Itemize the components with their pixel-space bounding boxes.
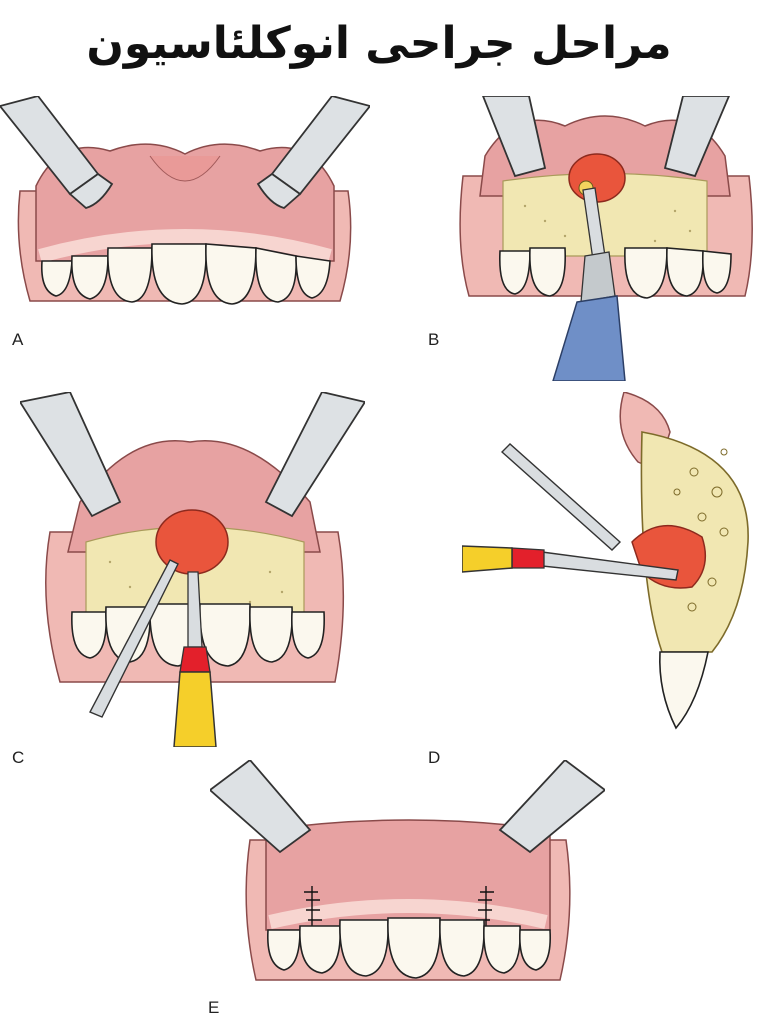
panel-a-label: A [12, 330, 24, 349]
panel-e-label: E [208, 998, 220, 1017]
panel-c-label: C [12, 748, 25, 767]
panel-b-illustration [445, 96, 758, 381]
page-title: مراحل جراحی انوکلئاسیون [86, 18, 672, 69]
panel-e-illustration [210, 760, 605, 995]
panel-c-illustration [20, 392, 365, 747]
panel-b-label: B [428, 330, 440, 349]
panel-a-illustration [0, 96, 370, 326]
panel-d-label: D [428, 748, 441, 767]
panel-d-illustration [462, 392, 758, 732]
